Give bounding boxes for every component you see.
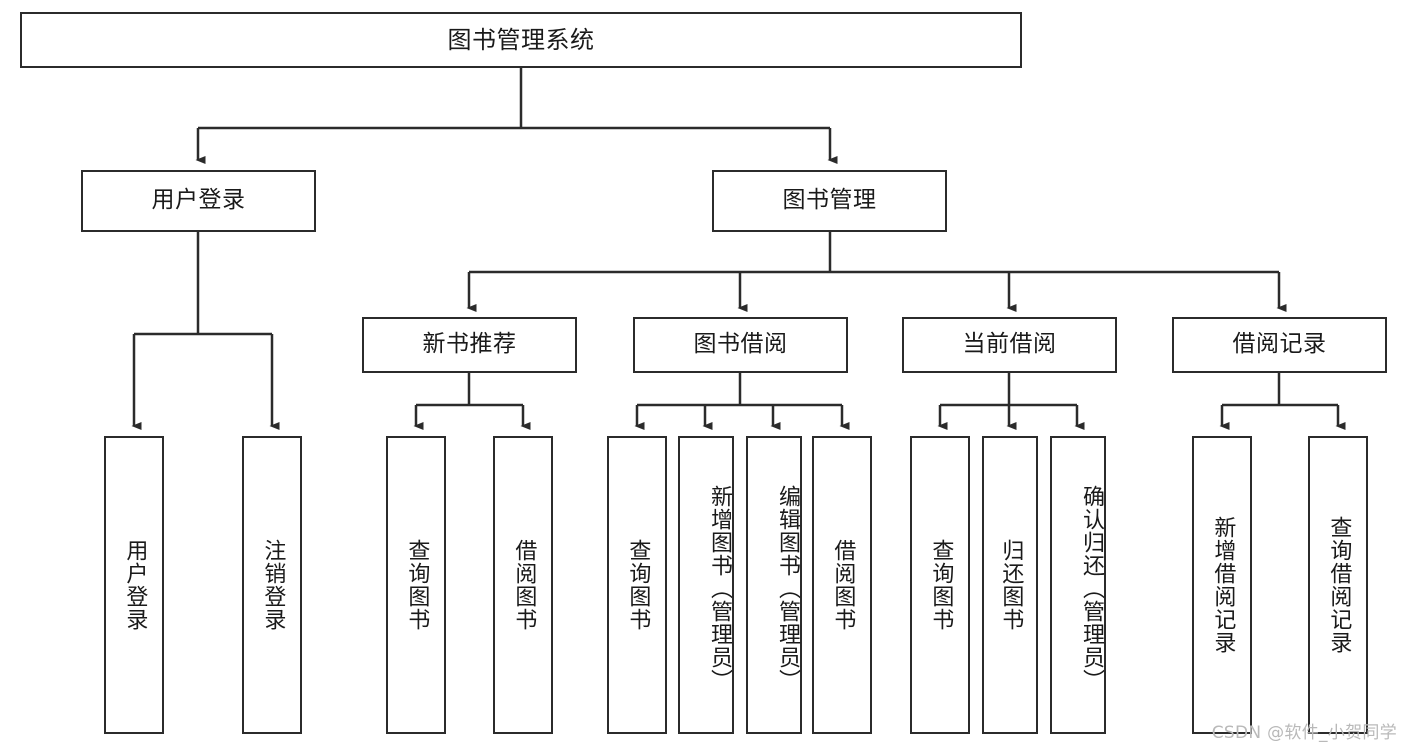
leaf-return-book[interactable]: 归还图书	[982, 436, 1038, 734]
leaf-add-borrow-record[interactable]: 新增借阅记录	[1192, 436, 1252, 734]
node-user-login[interactable]: 用户登录	[81, 170, 316, 232]
leaf-query-book-recommend[interactable]: 查询图书	[386, 436, 446, 734]
leaf-borrow-book-recommend[interactable]: 借阅图书	[493, 436, 553, 734]
leaf-borrow-book-borrow[interactable]: 借阅图书	[812, 436, 872, 734]
leaf-query-borrow-record[interactable]: 查询借阅记录	[1308, 436, 1368, 734]
leaf-edit-book-admin[interactable]: 编辑图书（管理员）	[746, 436, 802, 734]
leaf-confirm-return-admin[interactable]: 确认归还（管理员）	[1050, 436, 1106, 734]
node-new-book-recommend[interactable]: 新书推荐	[362, 317, 577, 373]
leaf-user-logout[interactable]: 注销登录	[242, 436, 302, 734]
leaf-user-login[interactable]: 用户登录	[104, 436, 164, 734]
leaf-query-book-borrow[interactable]: 查询图书	[607, 436, 667, 734]
node-borrow-record[interactable]: 借阅记录	[1172, 317, 1387, 373]
node-root-book-management-system[interactable]: 图书管理系统	[20, 12, 1022, 68]
leaf-add-book-admin[interactable]: 新增图书（管理员）	[678, 436, 734, 734]
node-book-management[interactable]: 图书管理	[712, 170, 947, 232]
node-book-borrow[interactable]: 图书借阅	[633, 317, 848, 373]
leaf-query-book-current[interactable]: 查询图书	[910, 436, 970, 734]
csdn-watermark: CSDN @软件_小贺同学	[1211, 723, 1397, 743]
node-current-borrow[interactable]: 当前借阅	[902, 317, 1117, 373]
